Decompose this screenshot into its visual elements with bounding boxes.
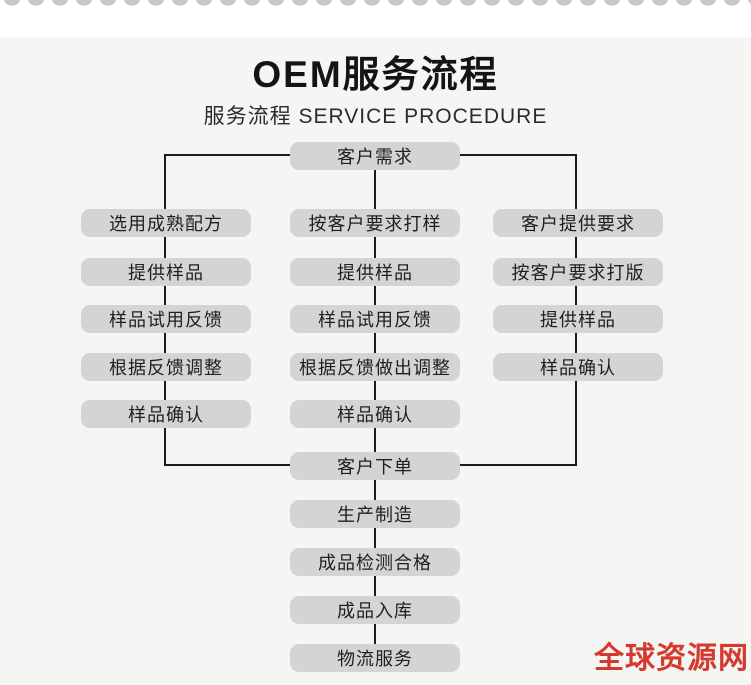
flow-node-warehousing: 成品入库: [290, 596, 460, 624]
page-title: OEM服务流程: [252, 54, 499, 95]
flow-node-sample-confirm-left: 样品确认: [81, 400, 251, 428]
flow-node-plate-per-customer-request: 按客户要求打版: [493, 258, 663, 286]
flow-node-select-mature-formula: 选用成熟配方: [81, 209, 251, 237]
flow-node-provide-sample-mid: 提供样品: [290, 258, 460, 286]
connector-top-right-horizontal: [460, 154, 577, 156]
flow-node-sample-per-customer-request: 按客户要求打样: [290, 209, 460, 237]
flow-node-customer-demand: 客户需求: [290, 142, 460, 170]
flow-node-sample-confirm-right: 样品确认: [493, 353, 663, 381]
flow-node-sample-confirm-mid: 样品确认: [290, 400, 460, 428]
flow-node-customer-order: 客户下单: [290, 452, 460, 480]
connector-top-left-horizontal: [165, 154, 291, 156]
flow-node-production: 生产制造: [290, 500, 460, 528]
scallop-pattern: [0, 0, 751, 10]
flow-node-adjust-by-feedback: 根据反馈调整: [81, 353, 251, 381]
flow-node-inspection-passed: 成品检测合格: [290, 548, 460, 576]
flow-node-sample-trial-feedback-left: 样品试用反馈: [81, 305, 251, 333]
site-watermark: 全球资源网: [594, 642, 749, 675]
flow-node-client-provides-requirements: 客户提供要求: [493, 209, 663, 237]
flow-node-provide-sample-right: 提供样品: [493, 305, 663, 333]
connector-bottom-right-horizontal: [460, 464, 577, 466]
page-subtitle: 服务流程 SERVICE PROCEDURE: [203, 105, 548, 128]
flow-node-logistics-service: 物流服务: [290, 644, 460, 672]
connector-bottom-left-horizontal: [165, 464, 291, 466]
flow-node-adjust-per-feedback: 根据反馈做出调整: [290, 353, 460, 381]
flow-node-sample-trial-feedback-mid: 样品试用反馈: [290, 305, 460, 333]
torn-paper-edge: [0, 0, 751, 37]
flow-node-provide-sample-left: 提供样品: [81, 258, 251, 286]
